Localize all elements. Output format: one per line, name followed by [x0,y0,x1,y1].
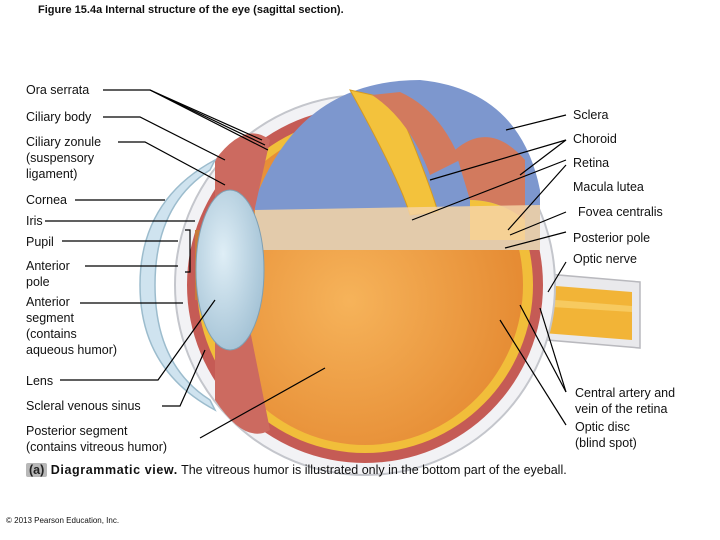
caption-tag: (a) [26,463,48,477]
copyright: © 2013 Pearson Education, Inc. [6,516,120,525]
label-iris: Iris [26,214,43,228]
label-macula-lutea: Macula lutea [573,180,644,194]
label-ora-serrata: Ora serrata [26,83,90,97]
upper-cutaway [255,80,540,250]
figure-title: Figure 15.4a Internal structure of the e… [38,4,344,16]
cornea-shape [139,158,217,412]
label-optic-nerve: Optic nerve [573,252,637,266]
label-central-artery: Central artery and vein of the retina [575,386,676,416]
label-choroid: Choroid [573,132,617,146]
label-optic-disc: Optic disc (blind spot) [575,420,637,450]
label-cornea: Cornea [26,193,67,207]
caption-view: Diagrammatic view. [50,463,178,477]
lens-shape [195,189,265,351]
label-scleral-venous-sinus: Scleral venous sinus [26,399,141,413]
label-sclera: Sclera [573,108,609,122]
label-ciliary-body: Ciliary body [26,110,92,124]
ciliary-body-lower-shape [215,330,270,434]
figure-caption: (a) Diagrammatic view. The vitreous humo… [26,463,567,477]
caption-text: The vitreous humor is illustrated only i… [177,463,567,477]
leader-lines [45,89,567,439]
label-ciliary-zonule: Ciliary zonule (suspensory ligament) [26,135,102,181]
label-posterior-pole: Posterior pole [573,231,651,245]
label-fovea-centralis: Fovea centralis [578,205,663,219]
label-retina: Retina [573,156,610,170]
label-anterior-pole: Anterior pole [26,259,70,289]
label-posterior-segment: Posterior segment (contains vitreous hum… [26,424,168,454]
label-anterior-segment: Anterior segment (contains aqueous humor… [26,295,118,357]
label-pupil: Pupil [26,235,54,249]
label-lens: Lens [26,374,54,388]
